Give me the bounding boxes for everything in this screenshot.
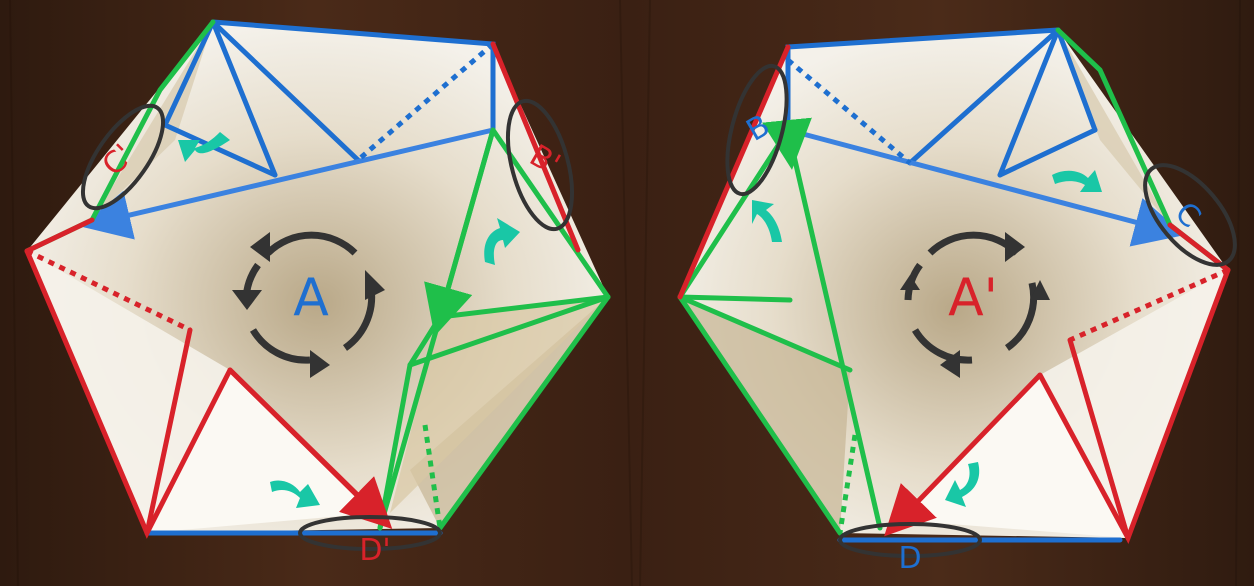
left-main-label: A <box>293 268 329 328</box>
right-bottom-label: D <box>898 541 921 576</box>
right-main-label: A' <box>948 268 998 328</box>
left-bottom-label: D' <box>359 533 390 568</box>
